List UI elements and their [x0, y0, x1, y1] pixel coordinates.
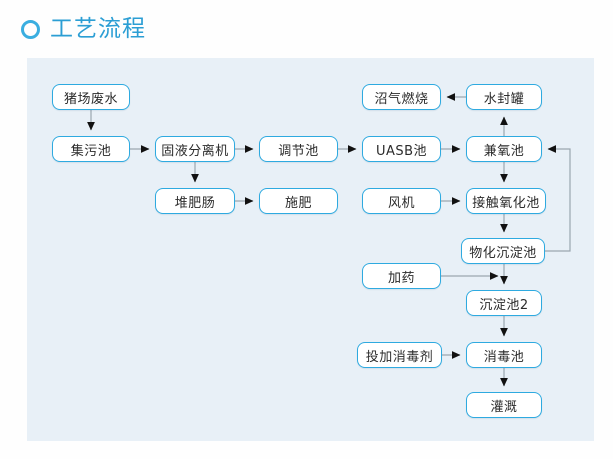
flow-node[interactable]: 固液分离机: [155, 136, 235, 162]
flow-node[interactable]: 堆肥肠: [155, 188, 235, 214]
flow-node[interactable]: 水封罐: [466, 84, 542, 110]
flow-node[interactable]: 消毒池: [466, 342, 542, 368]
page-title: 工艺流程: [21, 10, 146, 48]
flow-node[interactable]: 沼气燃烧: [362, 84, 441, 110]
flow-node[interactable]: 集污池: [52, 136, 130, 162]
flow-node[interactable]: 物化沉淀池: [461, 238, 545, 264]
ring-icon: [21, 19, 40, 39]
flow-node[interactable]: 加药: [362, 263, 441, 289]
flow-node[interactable]: 风机: [362, 188, 441, 214]
flow-node[interactable]: 沉淀池2: [466, 290, 542, 316]
flow-node[interactable]: 兼氧池: [466, 136, 542, 162]
flow-node[interactable]: 猪场废水: [52, 84, 130, 110]
flow-node[interactable]: 投加消毒剂: [357, 342, 442, 368]
flow-node[interactable]: 接触氧化池: [466, 188, 546, 214]
flow-node[interactable]: 施肥: [259, 188, 338, 214]
flow-node[interactable]: 灌溉: [466, 392, 542, 418]
page-title-text: 工艺流程: [50, 15, 146, 42]
flow-node[interactable]: 调节池: [259, 136, 338, 162]
flow-node[interactable]: UASB池: [362, 136, 441, 162]
